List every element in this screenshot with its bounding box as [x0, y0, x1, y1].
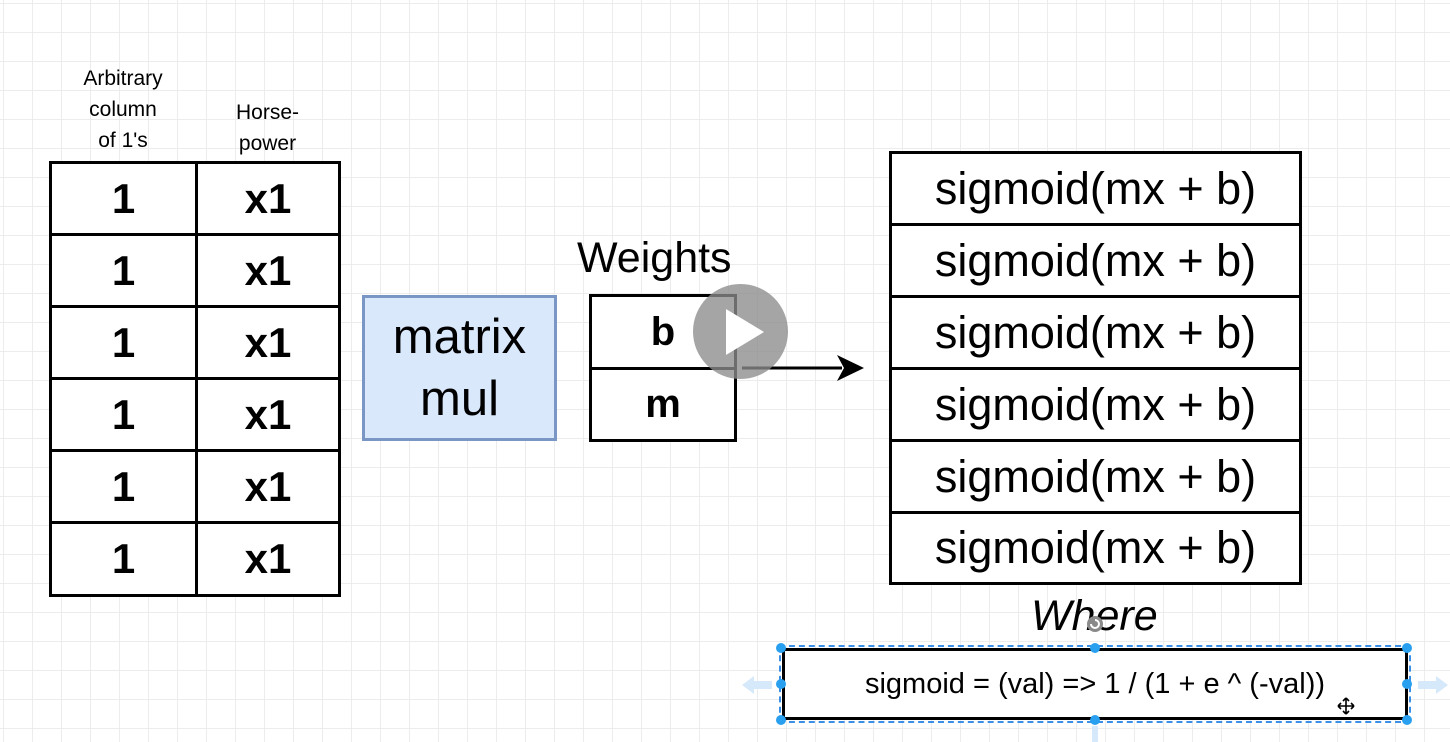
matrix-mul-box[interactable]: matrix mul: [362, 295, 557, 441]
feature-cell-ones[interactable]: 1: [49, 449, 198, 524]
header-horsepower-line1: Horse-: [235, 101, 299, 124]
output-cell[interactable]: sigmoid(mx + b): [889, 367, 1302, 442]
weight-cell-m[interactable]: m: [589, 367, 737, 442]
header-arbitrary-line3: of 1's: [98, 129, 148, 152]
resize-handle[interactable]: [1090, 643, 1100, 653]
header-horsepower: Horse- power: [195, 97, 340, 159]
weights-title: Weights: [577, 234, 732, 282]
formula-text: sigmoid = (val) => 1 / (1 + e ^ (-val)): [864, 667, 1326, 700]
header-arbitrary-column: Arbitrary column of 1's: [52, 63, 194, 156]
resize-handle[interactable]: [776, 679, 786, 689]
connect-arrow-down-icon[interactable]: [1087, 726, 1103, 742]
rotate-handle-icon[interactable]: [1085, 614, 1105, 634]
feature-cell-x1[interactable]: x1: [195, 377, 341, 452]
output-cell[interactable]: sigmoid(mx + b): [889, 223, 1302, 298]
feature-cell-x1[interactable]: x1: [195, 521, 341, 597]
resize-handle[interactable]: [776, 715, 786, 725]
connect-arrow-left-icon[interactable]: [742, 676, 772, 694]
header-arbitrary-line2: column: [89, 98, 157, 121]
output-cell[interactable]: sigmoid(mx + b): [889, 295, 1302, 370]
feature-cell-ones[interactable]: 1: [49, 521, 198, 597]
connect-arrow-right-icon[interactable]: [1418, 676, 1448, 694]
resize-handle[interactable]: [776, 643, 786, 653]
output-cell[interactable]: sigmoid(mx + b): [889, 151, 1302, 226]
feature-cell-x1[interactable]: x1: [195, 305, 341, 380]
feature-cell-ones[interactable]: 1: [49, 305, 198, 380]
resize-handle[interactable]: [1402, 715, 1412, 725]
move-cursor-icon: [1337, 697, 1355, 715]
feature-cell-x1[interactable]: x1: [195, 161, 341, 236]
header-horsepower-line2: power: [238, 132, 297, 155]
formula-box[interactable]: sigmoid = (val) => 1 / (1 + e ^ (-val)): [782, 648, 1408, 720]
feature-cell-x1[interactable]: x1: [195, 233, 341, 308]
resize-handle[interactable]: [1402, 679, 1412, 689]
header-arbitrary-line1: Arbitrary: [83, 67, 163, 90]
feature-cell-x1[interactable]: x1: [195, 449, 341, 524]
feature-cell-ones[interactable]: 1: [49, 377, 198, 452]
matrix-mul-line1: matrix: [392, 310, 527, 364]
resize-handle[interactable]: [1402, 643, 1412, 653]
output-cell[interactable]: sigmoid(mx + b): [889, 439, 1302, 514]
output-table[interactable]: sigmoid(mx + b) sigmoid(mx + b) sigmoid(…: [889, 151, 1302, 585]
where-label: Where: [1031, 592, 1158, 640]
feature-cell-ones[interactable]: 1: [49, 233, 198, 308]
features-table[interactable]: 1 x1 1 x1 1 x1 1 x1 1 x1 1 x1: [49, 161, 341, 597]
play-button[interactable]: [693, 284, 788, 379]
output-cell[interactable]: sigmoid(mx + b): [889, 511, 1302, 585]
matrix-mul-line2: mul: [420, 372, 499, 426]
resize-handle[interactable]: [1090, 715, 1100, 725]
feature-cell-ones[interactable]: 1: [49, 161, 198, 236]
play-icon: [726, 309, 764, 355]
